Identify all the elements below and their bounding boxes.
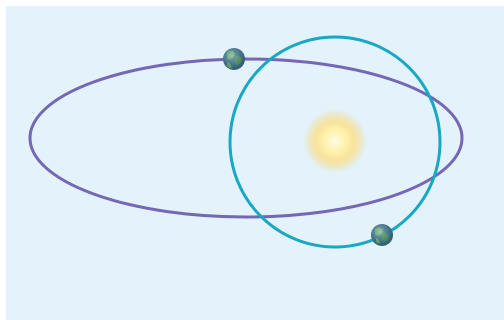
elliptical-orbit: [28, 57, 464, 219]
diagram-background: [6, 6, 504, 320]
planet-on-elliptical-orbit: [223, 48, 245, 70]
sun-core: [322, 128, 348, 154]
earth-globe-icon: [371, 224, 393, 246]
circular-orbit: [228, 35, 442, 249]
sun: [303, 109, 367, 173]
earth-globe-icon: [223, 48, 245, 70]
planet-on-circular-orbit: [371, 224, 393, 246]
